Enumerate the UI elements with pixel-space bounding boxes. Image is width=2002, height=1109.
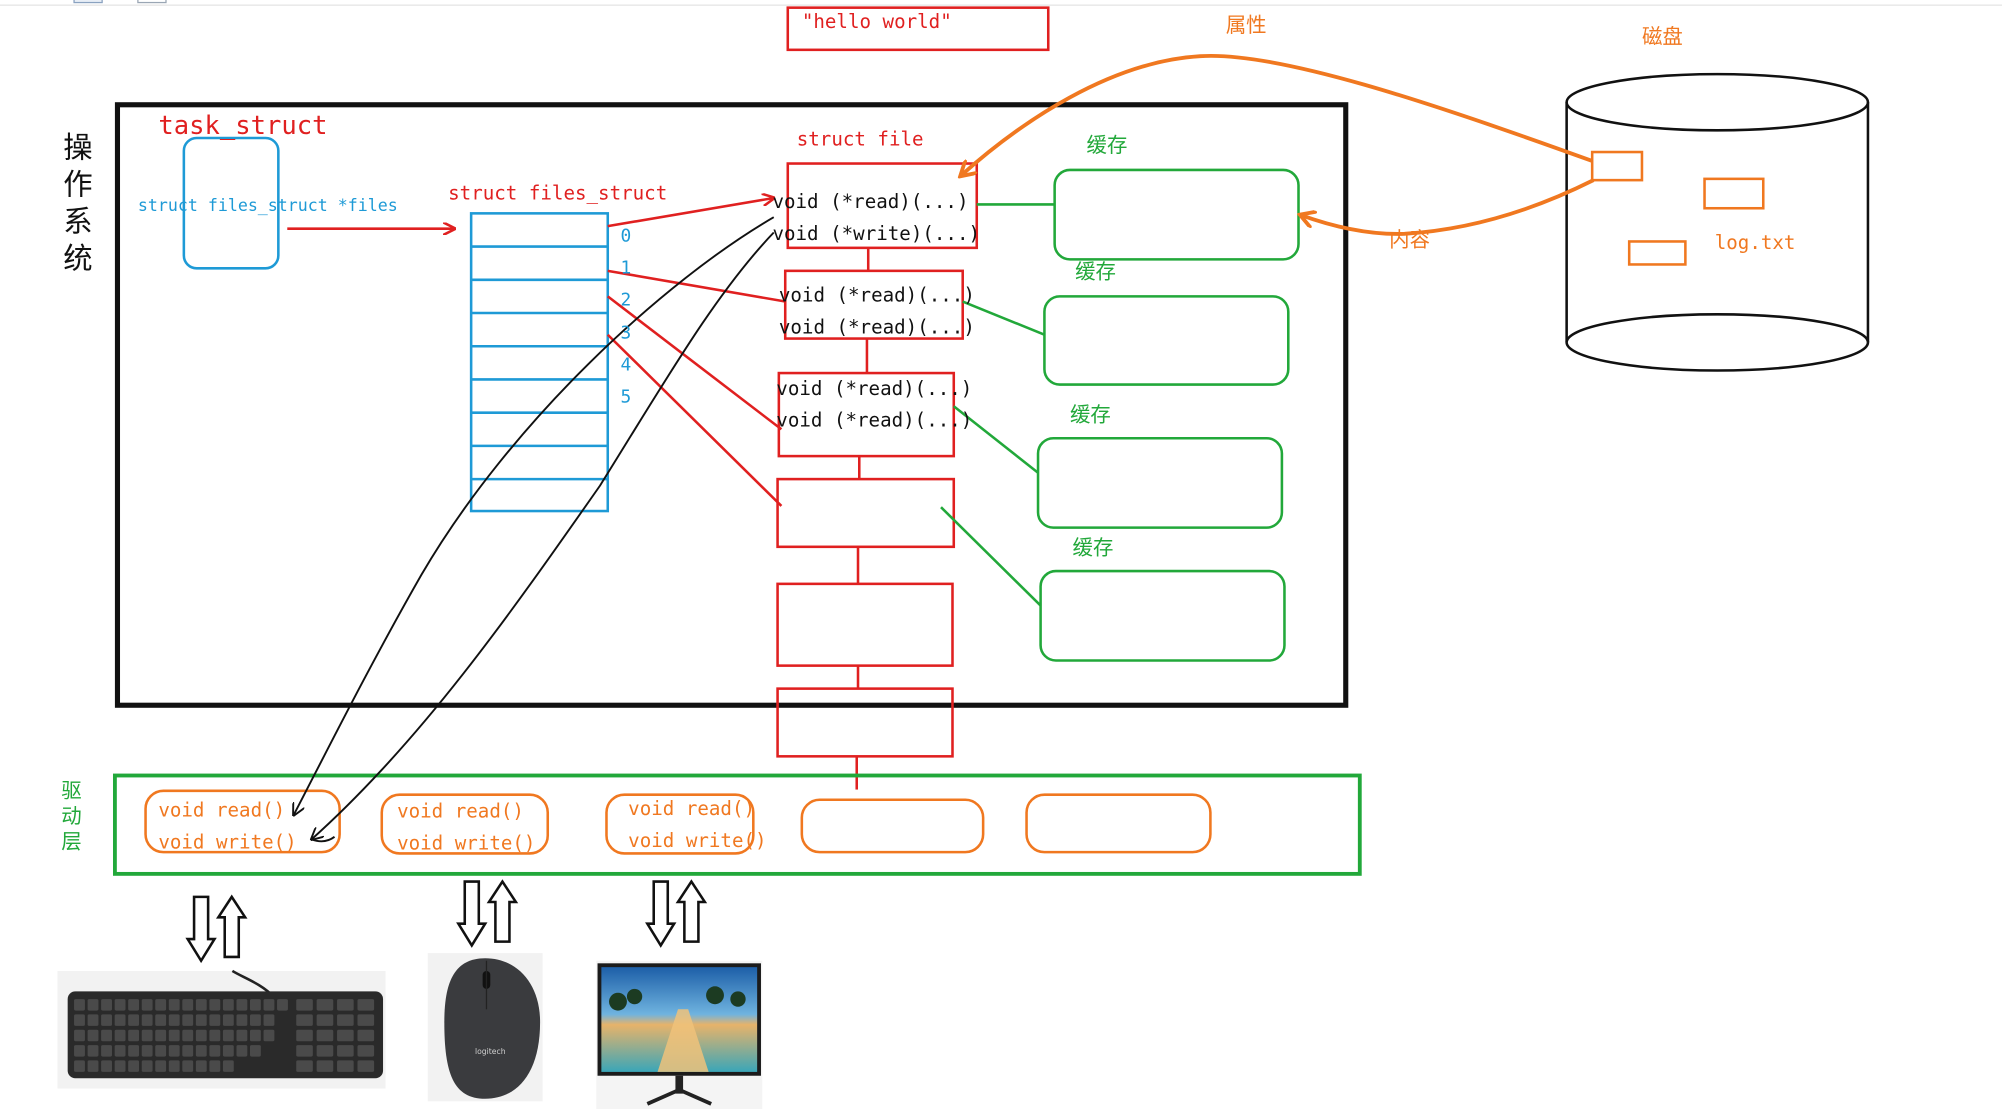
file-list-links xyxy=(855,247,870,790)
fd-array xyxy=(469,212,610,513)
driver-box-monitor xyxy=(605,793,755,855)
driver-keyboard-write: void write() xyxy=(158,830,297,854)
double-arrow-monitor xyxy=(645,879,708,948)
file-node-2 xyxy=(783,269,964,340)
file-node-1-read: void (*read)(...) xyxy=(772,190,969,214)
cache-box-1 xyxy=(1053,168,1300,261)
callback-hook xyxy=(311,836,336,843)
cache-label-4: 缓存 xyxy=(1072,535,1114,560)
struct-file-title: struct file xyxy=(796,127,924,151)
cache-box-4 xyxy=(1039,569,1286,662)
fd-index-3: 3 xyxy=(620,323,632,344)
disk-data-block xyxy=(1703,177,1765,210)
read-callback-curve xyxy=(294,216,775,815)
task-struct-box xyxy=(182,136,280,270)
write-callback-curve xyxy=(312,231,775,840)
cache-label-2: 缓存 xyxy=(1075,259,1116,284)
driver-mouse-write: void write() xyxy=(397,831,536,855)
mouse-brand: logitech xyxy=(474,1047,506,1057)
file-node-2-read: void (*read)(...) xyxy=(778,283,975,307)
file-node-1-write: void (*write)(...) xyxy=(772,222,981,246)
hello-world-text: "hello world" xyxy=(801,10,952,34)
monitor-image xyxy=(596,960,763,1109)
file-node-3-read: void (*read)(...) xyxy=(776,376,973,400)
disk-attr-block xyxy=(1590,150,1644,182)
driver-keyboard-read: void read() xyxy=(158,798,286,822)
keyboard-image xyxy=(57,969,386,1089)
cache-box-2 xyxy=(1043,295,1290,386)
fd2-arrow xyxy=(606,295,783,431)
content-arrow xyxy=(1300,178,1595,236)
hello-world-box xyxy=(786,6,1050,52)
file-node-2-read-2: void (*read)(...) xyxy=(778,315,975,339)
cache-links xyxy=(940,203,1055,607)
fd-index-5: 5 xyxy=(620,387,632,408)
driver-monitor-read: void read() xyxy=(628,797,756,821)
content-label: 内容 xyxy=(1389,227,1431,252)
cache-box-3 xyxy=(1036,436,1284,529)
disk-title: 磁盘 xyxy=(1641,24,1683,49)
cache-label-3: 缓存 xyxy=(1069,402,1111,427)
driver-label: 驱动层 xyxy=(57,779,82,856)
toolbar-tab xyxy=(73,0,103,4)
file-node-4 xyxy=(776,477,956,549)
fd-index-0: 0 xyxy=(620,226,632,247)
os-box xyxy=(114,102,1349,708)
disk-data-block xyxy=(1627,240,1687,266)
driver-mouse-read: void read() xyxy=(397,799,524,823)
driver-monitor-write: void write() xyxy=(628,829,767,853)
mouse-image xyxy=(427,953,543,1102)
fd-index-2: 2 xyxy=(620,290,632,311)
driver-box-empty xyxy=(1025,793,1212,854)
driver-box-empty xyxy=(800,798,985,854)
task-struct-files-field: struct files_struct *files xyxy=(137,196,398,216)
files-struct-title: struct files_struct xyxy=(448,181,668,205)
fd-index-1: 1 xyxy=(620,258,632,279)
file-node-6 xyxy=(776,687,954,758)
cache-label-1: 缓存 xyxy=(1086,132,1128,158)
attr-arrow xyxy=(960,53,1593,176)
task-struct-title: task_struct xyxy=(158,109,328,141)
fd0-arrow xyxy=(607,198,774,228)
fd3-arrow xyxy=(606,333,783,507)
file-node-5 xyxy=(776,582,954,667)
fd-index-4: 4 xyxy=(620,355,632,376)
double-arrow-mouse xyxy=(456,879,519,948)
fd1-arrow xyxy=(607,269,786,303)
driver-box-keyboard xyxy=(144,789,341,854)
toolbar-tab xyxy=(137,0,167,4)
disk-cylinder xyxy=(1565,72,1870,372)
disk-file-name: log.txt xyxy=(1714,231,1796,255)
double-arrow-keyboard xyxy=(185,894,248,964)
os-label: 操作系统 xyxy=(57,131,91,280)
driver-box-mouse xyxy=(380,793,550,855)
driver-layer-box xyxy=(112,773,1362,876)
file-node-3-read-2: void (*read)(...) xyxy=(776,408,973,432)
attr-label: 属性 xyxy=(1225,12,1267,38)
